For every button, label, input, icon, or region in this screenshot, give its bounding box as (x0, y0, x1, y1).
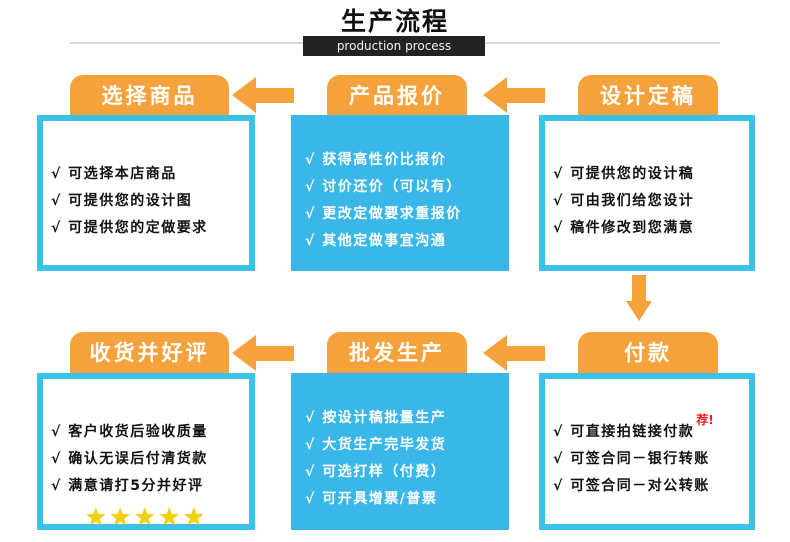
star-icon: ★ (109, 503, 135, 531)
step-quote-label: 产品报价 (327, 75, 467, 116)
arrow-icon (483, 77, 545, 113)
star-icon: ★ (85, 503, 110, 531)
step-review-box: √ 客户收货后验收质量 √ 确认无误后付清货款 √ 满意请打5分并好评 ★★★★… (37, 373, 255, 531)
step-produce-label: 批发生产 (327, 332, 467, 373)
list-item: √ 可提供您的设计图 (51, 193, 193, 209)
list-item: √ 可选择本店商品 (51, 166, 177, 182)
step-design-box: √ 可提供您的设计稿 √ 可由我们给您设计 √ 稿件修改到您满意 (539, 115, 755, 271)
list-item: √ 可选打样（付费） (305, 464, 447, 480)
step-pay-box: √ 可直接拍链接付款荐! √ 可签合同－银行转账 √ 可签合同－对公转账 (539, 373, 755, 530)
step-select-box: √ 可选择本店商品 √ 可提供您的设计图 √ 可提供您的定做要求 (37, 115, 255, 271)
step-design-label: 设计定稿 (578, 75, 718, 116)
page-title: 生产流程 (340, 7, 449, 36)
star-icon: ★ (183, 503, 208, 531)
list-item: √ 可提供您的定做要求 (51, 220, 208, 236)
star-icon: ★ (158, 503, 184, 531)
list-item: √ 大货生产完毕发货 (305, 437, 447, 453)
list-item: √ 确认无误后付清货款 (51, 451, 208, 467)
list-item: √ 更改定做要求重报价 (305, 206, 462, 222)
list-item: √ 按设计稿批量生产 (305, 410, 447, 426)
list-item: √ 客户收货后验收质量 (51, 424, 208, 440)
step-quote-box: √ 获得高性价比报价 √ 讨价还价（可以有） √ 更改定做要求重报价 √ 其他定… (291, 115, 509, 271)
arrow-icon (483, 335, 545, 371)
step-produce-box: √ 按设计稿批量生产 √ 大货生产完毕发货 √ 可选打样（付费） √ 可开具增票… (291, 373, 509, 530)
rating-stars: ★★★★★ (85, 503, 208, 531)
list-item: √ 满意请打5分并好评 (51, 478, 204, 494)
recommend-badge: 荐! (696, 413, 714, 427)
list-item: √ 可签合同－银行转账 (553, 451, 710, 467)
arrow-icon (232, 335, 294, 371)
list-item: √ 讨价还价（可以有） (305, 179, 462, 195)
arrow-icon (232, 77, 294, 113)
step-review-label: 收货并好评 (70, 332, 229, 373)
list-item: √ 可直接拍链接付款荐! (545, 413, 749, 441)
step-pay-label: 付款 (578, 332, 718, 373)
list-item: √ 获得高性价比报价 (305, 152, 447, 168)
list-item: √ 可签合同－对公转账 (553, 478, 710, 494)
list-item-text: √ 可直接拍链接付款 (553, 424, 695, 440)
list-item: √ 可开具增票/普票 (305, 491, 438, 507)
list-item: √ 可由我们给您设计 (553, 193, 695, 209)
star-icon: ★ (134, 503, 159, 531)
list-item: √ 稿件修改到您满意 (553, 220, 695, 236)
arrow-icon (626, 275, 652, 321)
list-item: √ 其他定做事宜沟通 (305, 233, 447, 249)
page-subtitle: production process (303, 36, 485, 56)
list-item: √ 可提供您的设计稿 (553, 166, 695, 182)
step-select-label: 选择商品 (70, 75, 229, 116)
